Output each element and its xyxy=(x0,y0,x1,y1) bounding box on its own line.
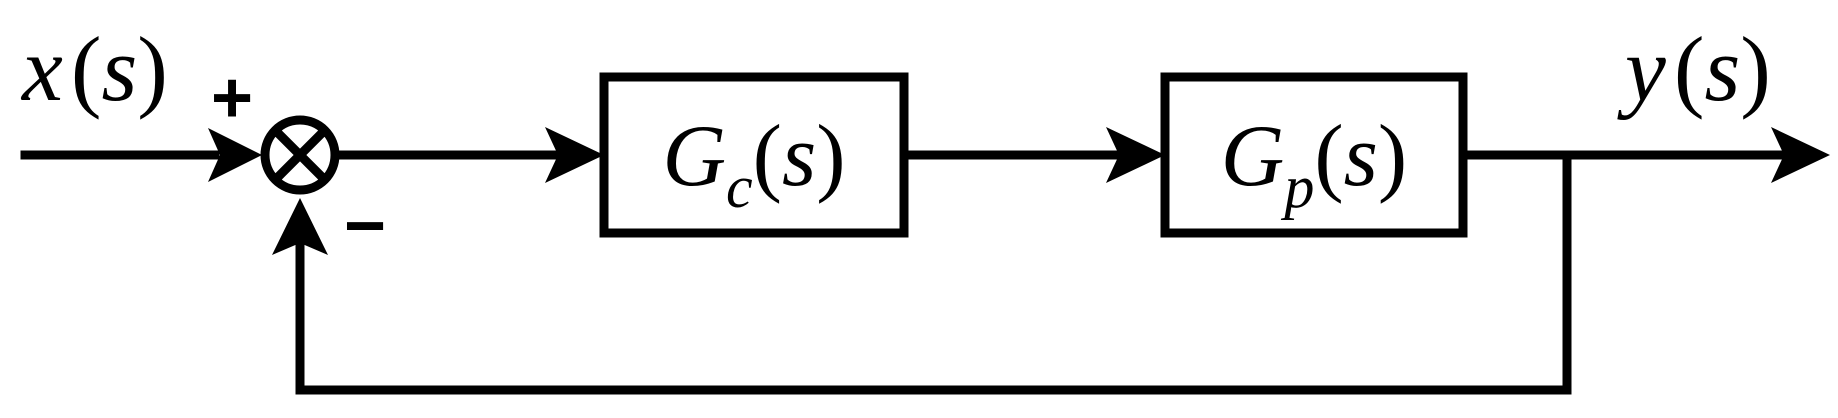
plant-label: Gp(s) xyxy=(1221,108,1407,220)
plus-sign: + xyxy=(211,58,253,138)
plant-block xyxy=(1160,72,1468,238)
controller-label: Gc(s) xyxy=(662,108,845,220)
output-arrowhead xyxy=(1771,127,1830,183)
output-label: y(s) xyxy=(1617,18,1771,120)
input-arrowhead xyxy=(208,128,262,182)
feedback-path xyxy=(295,150,1572,395)
control-signal-arrowhead xyxy=(1106,127,1165,183)
input-label: x(s) xyxy=(20,18,168,120)
summing-junction xyxy=(260,115,340,195)
error-arrowhead xyxy=(545,127,604,183)
feedback-arrowhead xyxy=(272,198,328,255)
minus-sign: − xyxy=(344,186,386,266)
